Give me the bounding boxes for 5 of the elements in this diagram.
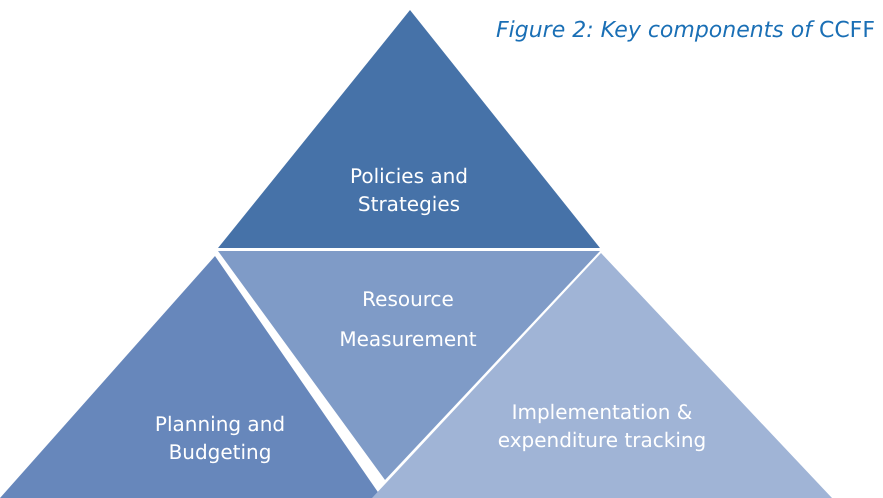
segment-label: Resource Measurement bbox=[338, 286, 478, 353]
segment-label: Planning and Budgeting bbox=[154, 411, 286, 466]
segment-label: Implementation & expenditure tracking bbox=[496, 399, 708, 454]
segment-label: Policies and Strategies bbox=[349, 163, 469, 218]
figure-title: Figure 2: Key components of CCFF bbox=[496, 18, 875, 43]
